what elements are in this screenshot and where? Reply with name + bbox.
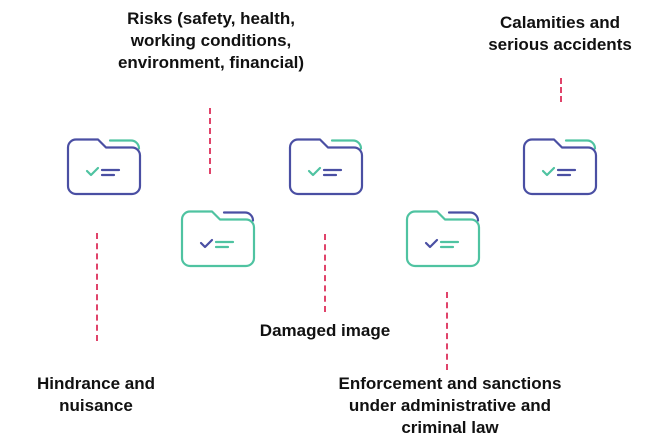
- connector-hindrance: [96, 233, 98, 341]
- label-hindrance: Hindrance and nuisance: [36, 374, 156, 415]
- folder-check-icon: [405, 210, 481, 268]
- label-risks: Risks (safety, health, working condition…: [117, 9, 305, 72]
- folder-check-icon: [522, 138, 598, 196]
- connector-enforcement: [446, 292, 448, 370]
- folder-check-icon: [180, 210, 256, 268]
- label-enforcement: Enforcement and sanctions under administ…: [338, 374, 562, 437]
- connector-risks: [209, 108, 211, 174]
- label-calamities: Calamities and serious accidents: [488, 13, 632, 54]
- folder-check-icon: [66, 138, 142, 196]
- connector-damaged-image: [324, 234, 326, 312]
- connector-calamities: [560, 78, 562, 102]
- label-damaged-image: Damaged image: [259, 321, 391, 340]
- folder-check-icon: [288, 138, 364, 196]
